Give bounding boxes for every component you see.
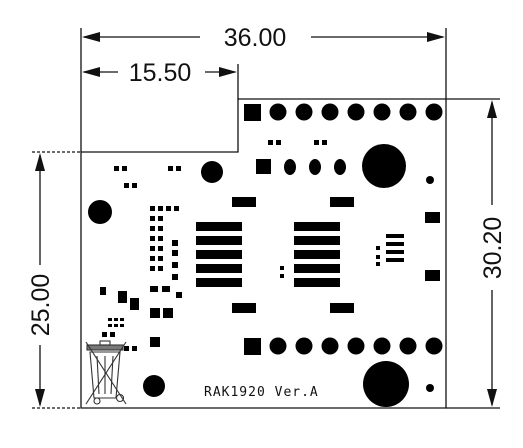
dimension-overall-width: 36.00: [224, 24, 287, 52]
dimension-right-height: 30.20: [479, 217, 507, 280]
mounting-holes: [88, 144, 434, 407]
dimension-arrowheads: [35, 32, 497, 407]
top-header-pins: [244, 103, 443, 121]
ic-pads-right: [294, 197, 354, 313]
dimension-left-height: 25.00: [27, 274, 55, 337]
board-silkscreen-label: RAK1920 Ver.A: [204, 385, 319, 400]
connector-pads: [386, 234, 404, 262]
dimension-offset-width: 15.50: [129, 59, 192, 87]
middle-pin-row: [256, 159, 346, 175]
ic-pads-left: [196, 197, 256, 313]
smd-pads: [100, 140, 440, 351]
crossed-out-bin-icon: [85, 340, 127, 405]
bottom-header-pins: [244, 337, 443, 355]
